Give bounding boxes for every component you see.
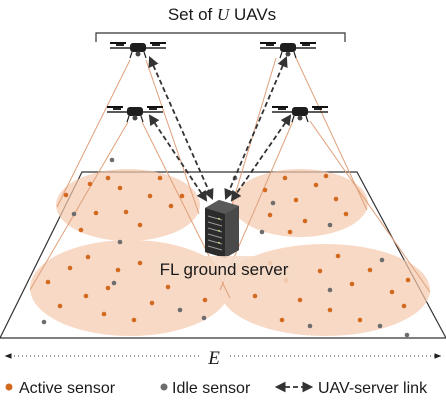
legend-active-marker [5, 383, 13, 391]
active-sensor [293, 197, 299, 203]
active-sensor [117, 185, 123, 191]
idle-sensor [259, 229, 265, 235]
active-sensor [327, 307, 333, 313]
legend-idle-label: Idle sensor [172, 380, 251, 397]
legend: Active sensor Idle sensor UAV-server lin… [5, 380, 428, 397]
legend-active-label: Active sensor [19, 380, 116, 397]
active-sensor [287, 229, 293, 235]
active-sensor [165, 284, 171, 290]
active-sensor [78, 227, 84, 233]
legend-idle-marker [160, 383, 168, 391]
idle-sensor [41, 319, 47, 325]
active-sensor [267, 212, 273, 218]
server-icon [205, 200, 239, 258]
active-sensor [317, 268, 323, 274]
legend-link-label: UAV-server link [318, 380, 428, 397]
link-uav-3 [148, 114, 208, 202]
active-sensor [179, 193, 185, 199]
active-sensor [262, 187, 268, 193]
idle-sensor [404, 332, 410, 338]
active-sensor [367, 267, 373, 273]
active-sensor [57, 303, 63, 309]
active-sensor [252, 293, 258, 299]
active-sensor [389, 289, 395, 295]
active-sensor [333, 196, 339, 202]
active-sensor [313, 182, 319, 188]
idle-sensor [71, 211, 77, 217]
active-sensor [401, 303, 407, 309]
idle-sensor [307, 323, 313, 329]
uav-2 [259, 42, 317, 59]
active-sensor [297, 297, 303, 303]
active-sensor [101, 311, 107, 317]
idle-sensor [327, 222, 333, 228]
active-sensor [45, 279, 51, 285]
active-sensor [302, 218, 308, 224]
uav-server-links [148, 56, 292, 202]
uav-1 [109, 42, 167, 59]
active-sensor [63, 192, 69, 198]
idle-sensor [377, 323, 383, 329]
coverage-area-2 [232, 169, 368, 237]
uav-set-title: Set of U UAVs [168, 5, 276, 24]
active-sensor [105, 285, 111, 291]
active-sensor [137, 260, 143, 266]
active-sensor [93, 210, 99, 216]
idle-sensor [117, 239, 123, 245]
uav-4 [271, 106, 329, 123]
coverage-area-1 [56, 169, 200, 241]
active-sensor [123, 209, 129, 215]
active-sensor [157, 175, 163, 181]
active-sensor [105, 175, 111, 181]
active-sensor [357, 317, 363, 323]
active-sensor [405, 277, 411, 283]
active-sensor [147, 193, 153, 199]
active-sensor [202, 297, 208, 303]
idle-sensor [270, 200, 276, 206]
active-sensor [279, 317, 285, 323]
uav-set-bracket [95, 32, 346, 42]
uav-3 [106, 106, 164, 123]
active-sensor [85, 254, 91, 260]
server-label: FL ground server [160, 260, 289, 279]
active-sensor [131, 317, 137, 323]
idle-sensor [201, 315, 207, 321]
active-sensor [137, 222, 143, 228]
active-sensor [83, 293, 89, 299]
active-sensor [67, 265, 73, 271]
idle-sensor [177, 307, 183, 313]
active-sensor [149, 300, 155, 306]
active-sensor [335, 253, 341, 259]
active-sensor [349, 281, 355, 287]
coverage-area-3 [30, 240, 230, 336]
active-sensor [323, 173, 329, 179]
server-label-bg [150, 256, 298, 282]
idle-sensor [109, 157, 115, 163]
active-sensor [343, 211, 349, 217]
link-uav-4 [230, 114, 292, 202]
idle-sensor [111, 280, 117, 286]
idle-sensor [379, 257, 385, 263]
idle-sensor [327, 287, 333, 293]
active-sensor [168, 203, 174, 209]
active-sensor [87, 181, 93, 187]
active-sensor [282, 175, 288, 181]
width-label: E [207, 348, 220, 369]
active-sensor [115, 267, 121, 273]
